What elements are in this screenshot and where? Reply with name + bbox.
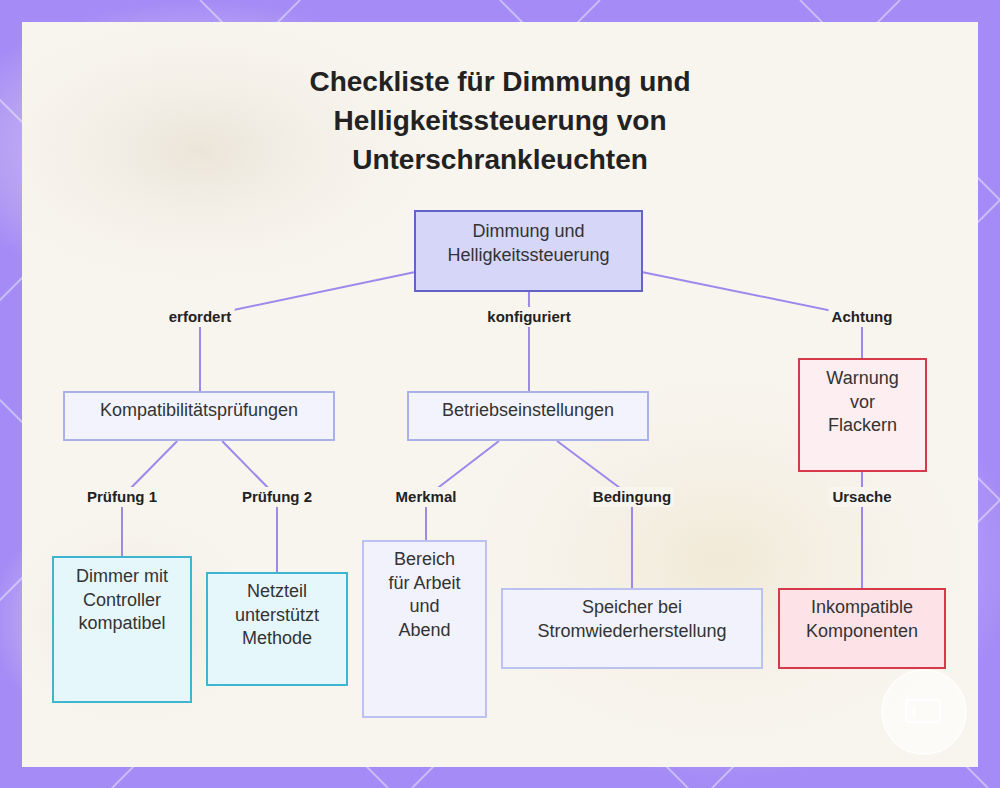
category-box: Kompatibilitätsprüfungen bbox=[63, 391, 335, 441]
warning-box: Warnung vor Flackern bbox=[798, 358, 927, 472]
edge-label: Prüfung 2 bbox=[239, 487, 315, 507]
logo-badge bbox=[882, 670, 966, 754]
edge-label: erfordert bbox=[166, 307, 235, 327]
photo-blur bbox=[420, 340, 1000, 780]
category-box: Betriebseinstellungen bbox=[407, 391, 649, 441]
cause-box: Inkompatible Komponenten bbox=[778, 588, 946, 669]
edge-label: Achtung bbox=[829, 307, 896, 327]
node-text: Bereich für Arbeit und Abend bbox=[384, 548, 466, 642]
root-box: Dimmung und Helligkeitssteuerung bbox=[414, 210, 643, 292]
node-text: Speicher bei Stromwiederherstellung bbox=[522, 596, 742, 643]
check-box: Netzteil unterstützt Methode bbox=[206, 572, 348, 686]
setting-box: Speicher bei Stromwiederherstellung bbox=[501, 588, 763, 669]
diagram-title: Checkliste für Dimmung und Helligkeitsst… bbox=[250, 62, 750, 179]
connector-line bbox=[200, 272, 414, 391]
node-text: Dimmung und Helligkeitssteuerung bbox=[429, 220, 629, 267]
node-text: Dimmer mit Controller kompatibel bbox=[76, 565, 168, 636]
setting-box: Bereich für Arbeit und Abend bbox=[362, 540, 487, 718]
node-text: Warnung vor Flackern bbox=[817, 367, 909, 438]
edge-label: Merkmal bbox=[393, 487, 460, 507]
node-text: Inkompatible Komponenten bbox=[792, 596, 932, 643]
node-text: Betriebseinstellungen bbox=[442, 399, 614, 423]
node-text: Kompatibilitätsprüfungen bbox=[100, 399, 298, 423]
edge-label: Ursache bbox=[829, 487, 894, 507]
edge-label: Prüfung 1 bbox=[84, 487, 160, 507]
edge-label: Bedingung bbox=[590, 487, 674, 507]
edge-label: konfiguriert bbox=[484, 307, 573, 327]
node-text: Netzteil unterstützt Methode bbox=[225, 580, 329, 651]
check-box: Dimmer mit Controller kompatibel bbox=[52, 556, 192, 703]
connector-line bbox=[557, 441, 632, 588]
